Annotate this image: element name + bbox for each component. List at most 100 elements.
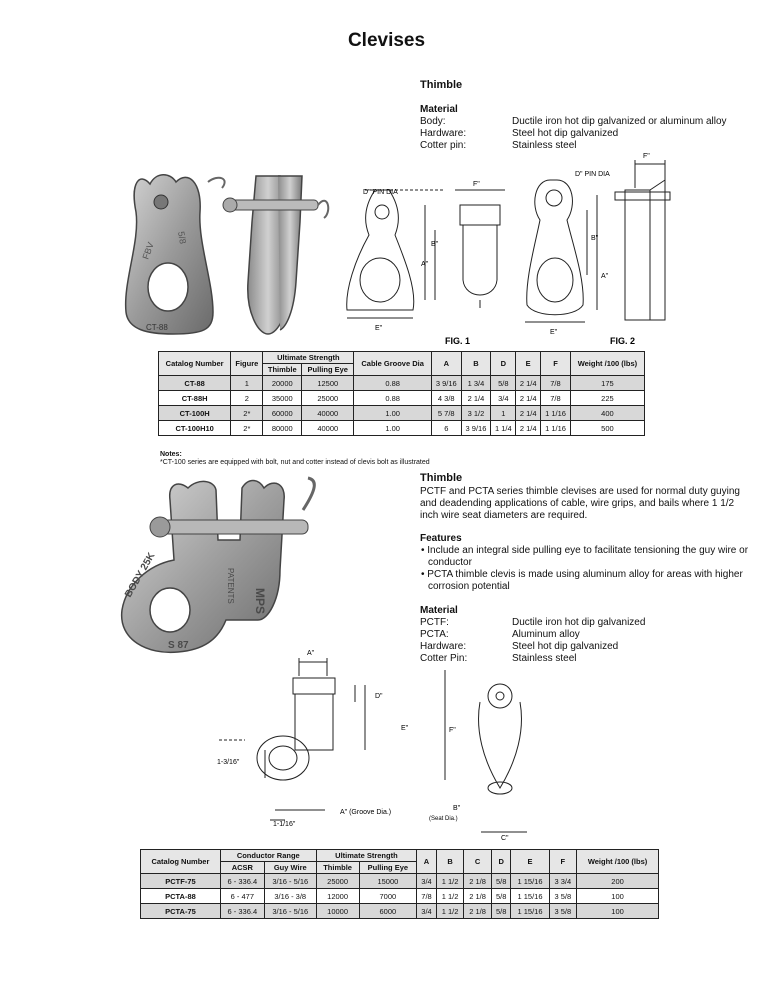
col-d: D [490,849,512,874]
cell: 10000 [315,903,360,919]
material-label: Cotter Pin: [420,653,468,664]
material-value: Steel hot dip galvanized [512,128,619,139]
ct88-photo-mark: CT-88 [146,323,168,332]
cell: 2* [230,420,264,436]
cell: 1 1/16 [540,405,571,421]
material-label: Hardware: [420,641,467,652]
fig1-d-label: D" PIN DIA [363,189,398,196]
col-groove: Cable Groove Dia [353,351,432,376]
ct-dimension-drawings: D" PIN DIA F" B" A" E" FIG. 1 D" PIN DIA… [346,153,671,346]
cell: 60000 [262,405,303,421]
cell: 80000 [262,420,303,436]
cell: 15000 [358,873,418,889]
material-value: Aluminum alloy [512,629,580,640]
cell: PCTF-75 [140,873,221,889]
cell: 25000 [315,873,360,889]
cell: 2 1/4 [515,390,542,406]
cell: 3 5/8 [548,903,578,919]
cell: 1.00 [353,405,432,421]
fig1-a-label: A" [421,261,429,268]
material-label: Hardware: [420,128,467,139]
notes-label: Notes: [160,451,182,458]
cell: PCTA-75 [140,903,221,919]
col-pulling-eye: Pulling Eye [301,363,355,376]
col-thimble: Thimble [315,861,360,874]
col-f: F [548,849,578,874]
cell: 3/4 [490,390,517,406]
pctf-dimension-drawing: A" D" E" F" 1-3/16" 1-1/16" A" (Groove D… [217,650,527,840]
cell: 100 [576,903,659,919]
cell: 5/8 [490,903,512,919]
material-row: Cotter Pin: Stainless steel [420,653,645,665]
cell: 6 - 336.4 [219,903,265,919]
col-guy-wire: Guy Wire [263,861,317,874]
cell: 2* [230,405,264,421]
cell: 7/8 [416,888,437,904]
cell: 1 1/2 [435,903,465,919]
table-notes: Notes: *CT-100 series are equipped with … [160,451,430,467]
note-text: *CT-100 series are equipped with bolt, n… [160,459,430,466]
col-weight: Weight /100 (lbs) [569,351,646,376]
cell: 3/16 - 5/16 [263,873,317,889]
cell: 500 [569,420,646,436]
fig2-f-label: F" [643,153,650,160]
cell: 3/4 [416,873,437,889]
pctf-product-photo: MPS PATENTS BODY 25K S 87 [121,476,316,654]
patent-mark: PATENTS [226,568,235,604]
cell: 5/8 [490,375,517,391]
material-row: Hardware:Steel hot dip galvanized [420,641,645,653]
col-thimble: Thimble [262,363,303,376]
cell: PCTA-88 [140,888,221,904]
section1-material-heading: Material [420,104,458,115]
pctf-f-label: F" [449,727,456,734]
col-acsr: ACSR [219,861,265,874]
cell: CT-88H [157,390,232,406]
material-value: Stainless steel [512,653,577,664]
cell: 1 3/4 [460,375,492,391]
pctf-b-label: B" [453,805,461,812]
fig1-caption: FIG. 1 [445,336,470,346]
col-catalog: Catalog Number [140,849,221,874]
col-weight: Weight /100 (lbs) [576,849,659,874]
material-value: Ductile iron hot dip galvanized [512,617,646,628]
cell: 100 [576,888,659,904]
material-value: Ductile iron hot dip galvanized or alumi… [512,116,727,127]
col-c: C [463,849,492,874]
cell: 225 [569,390,646,406]
cell: 40000 [301,405,355,421]
section2-heading: Thimble [420,472,463,484]
pctf-dim-1-1-16: 1-1/16" [273,821,296,828]
page-title: Clevises [347,30,426,51]
pctf-seat-label: (Seat Dia.) [429,816,458,822]
cell: 1 1/16 [540,420,571,436]
cell: 12500 [301,375,355,391]
col-e: E [515,351,542,376]
cell: 1 15/16 [510,888,550,904]
cell: 3/16 - 5/16 [263,903,317,919]
cell: 2 1/8 [463,888,492,904]
cell: CT-100H [157,405,232,421]
cell: 3 9/16 [460,420,492,436]
cell: 5 7/8 [430,405,462,421]
fig1-b-label: B" [431,241,439,248]
cell: 2 1/8 [463,873,492,889]
cell: 1 1/2 [435,873,465,889]
fig2-caption: FIG. 2 [610,336,635,346]
cell: 12000 [315,888,360,904]
pctf-e-label: E" [401,725,409,732]
pctf-d-label: D" [375,693,383,700]
pctf-groove-label: A" (Groove Dia.) [340,809,391,816]
cell: 3 9/16 [430,375,462,391]
section2-material-list: PCTF:Ductile iron hot dip galvanized PCT… [420,617,645,665]
section2-material-heading: Material [420,605,458,616]
feature-item: • PCTA thimble clevis is made using alum… [421,569,743,592]
col-a: A [430,351,462,376]
s87-mark: S 87 [168,640,189,651]
cell: 35000 [262,390,303,406]
cell: 7/8 [540,375,571,391]
features-list: • Include an integral side pulling eye t… [420,545,750,593]
cell: 2 1/4 [515,375,542,391]
col-conductor-range: Conductor Range [219,849,317,862]
ct88-product-photo: FBV 5/8 CT-88 [124,174,330,335]
